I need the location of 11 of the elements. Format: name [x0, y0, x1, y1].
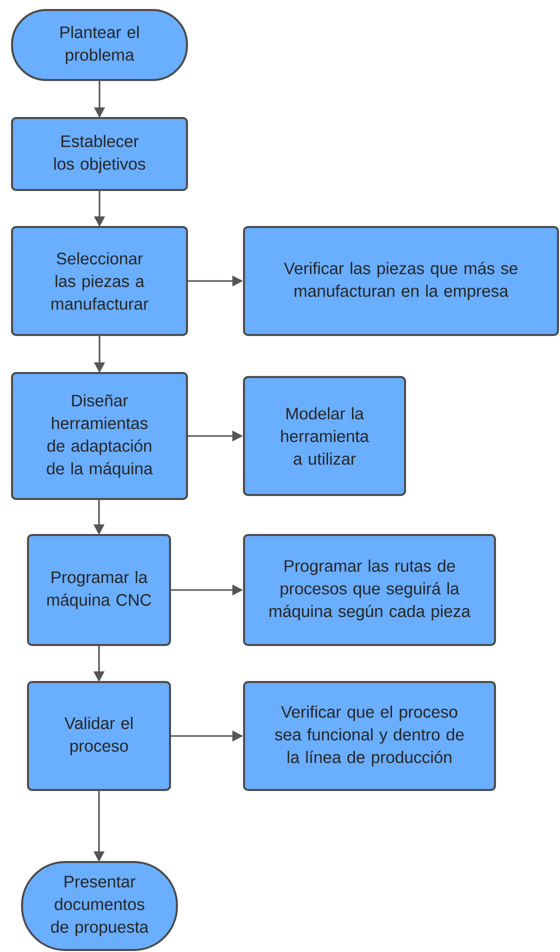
process-box: Verificar las piezas que más se manufacturan en la empresa	[243, 226, 559, 336]
process-box: Programar la máquina CNC	[27, 534, 171, 646]
process-box: Verificar que el proceso sea funcional y dentro de la línea de producción	[243, 681, 496, 791]
process-box: Modelar la herramienta a utilizar	[242, 376, 406, 496]
terminal-box: Plantear el problema	[11, 9, 188, 81]
terminal-box: Presentar documentos de propuesta	[21, 861, 178, 951]
process-box: Seleccionar las piezas a manufacturar	[11, 226, 188, 336]
process-box: Establecer los objetivos	[11, 117, 188, 191]
process-box: Validar el proceso	[27, 681, 171, 791]
process-box: Programar las rutas de procesos que seguirá la máquina según cada pieza	[243, 534, 496, 646]
process-box: Diseñar herramientas de adaptación de la máquina	[11, 372, 188, 500]
